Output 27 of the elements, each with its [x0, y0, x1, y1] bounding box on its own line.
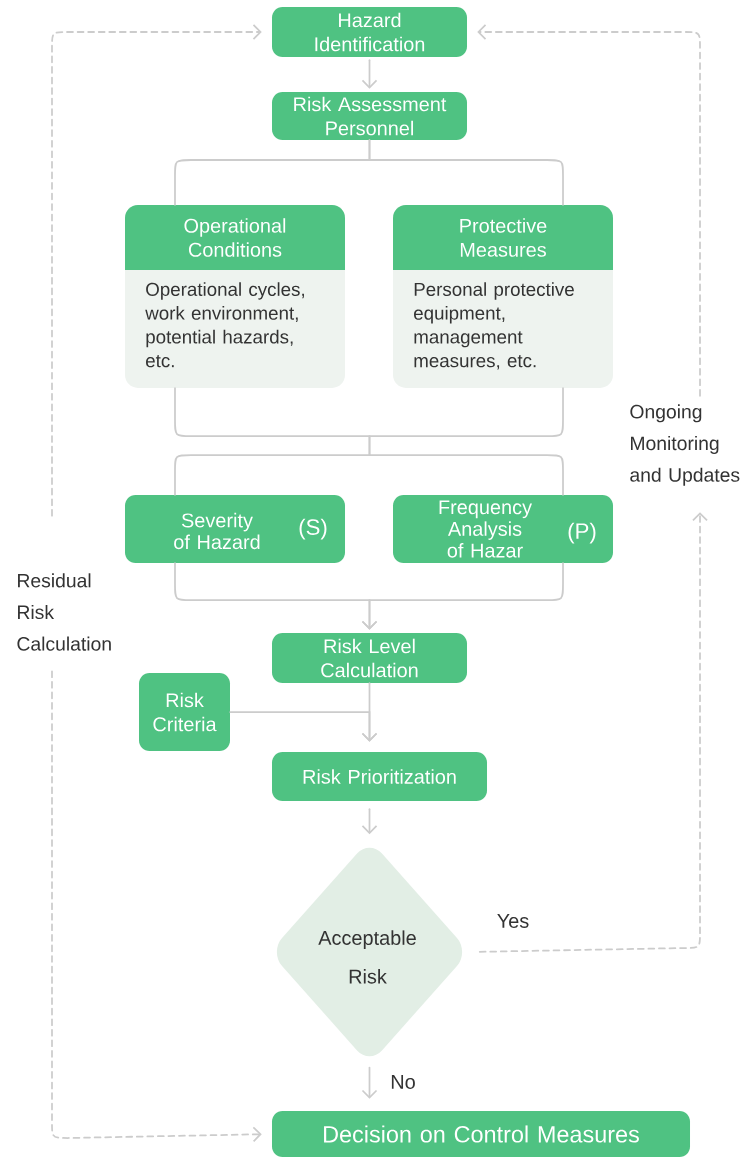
connector-line — [368, 454, 564, 496]
process-box: Risk Level Calculation — [272, 633, 467, 683]
dashed-arrow — [51, 24, 262, 517]
dashed-arrow — [51, 670, 262, 1143]
connector-line — [368, 387, 564, 456]
process-box: Hazard Identification — [272, 7, 467, 57]
dashed-arrow — [478, 512, 708, 953]
dashed-arrow — [477, 24, 701, 397]
connector-line — [368, 139, 564, 206]
process-box: Risk Criteria — [139, 673, 230, 751]
process-box: Risk Assessment Personnel — [272, 92, 467, 140]
arrow — [361, 808, 378, 835]
arrow — [361, 59, 378, 89]
info-card: Operational Conditions Operational cycles, work environment, potential hazards, etc. — [125, 205, 345, 388]
process-box: Severity of Hazard (S) — [125, 495, 345, 563]
edge-label: No — [389, 1073, 417, 1091]
connector-line — [174, 454, 371, 496]
process-box: Decision on Control Measures — [272, 1111, 690, 1157]
arrow — [229, 711, 378, 742]
annotation-text: Residual Risk Calculation — [17, 573, 111, 651]
edge-label: Yes — [495, 912, 531, 930]
arrow — [361, 1066, 378, 1099]
info-card: Protective Measures Personal protective equipment, management measures, etc. — [393, 205, 613, 388]
process-box: Frequency Analysis of Hazar (P) — [393, 495, 613, 563]
annotation-text: Ongoing Monitoring and Updates — [630, 404, 740, 486]
arrow — [361, 562, 564, 630]
process-box: Risk Prioritization — [272, 752, 487, 801]
